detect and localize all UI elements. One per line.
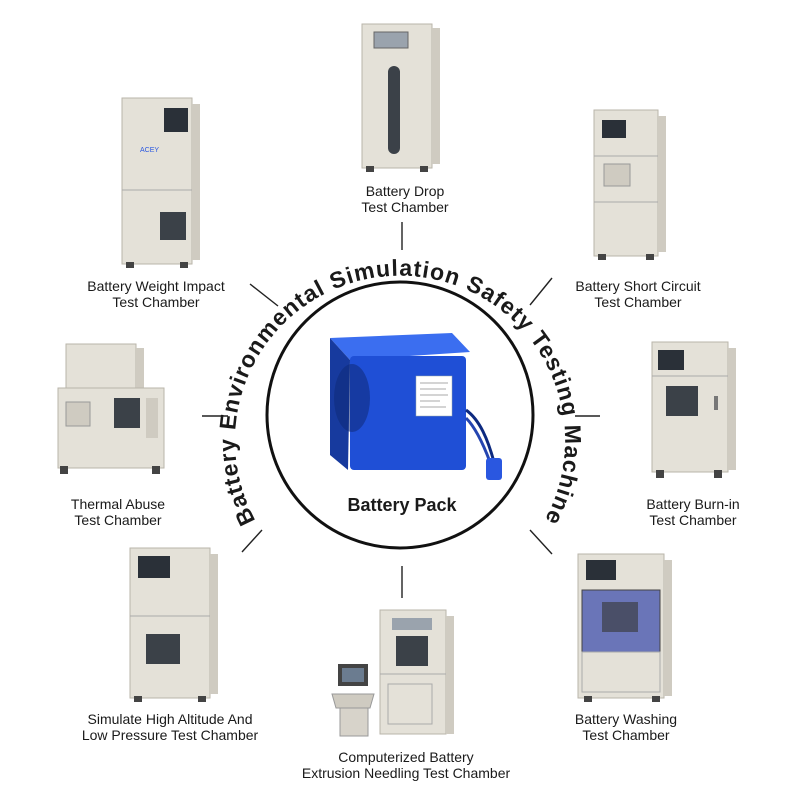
connector-short-circuit bbox=[529, 277, 553, 306]
connector-washing bbox=[529, 529, 553, 555]
washing-chamber-illustration bbox=[577, 553, 672, 702]
connector-weight bbox=[249, 283, 279, 307]
altitude-chamber-illustration bbox=[129, 547, 218, 702]
short-circuit-chamber-illustration bbox=[593, 109, 666, 260]
burn-in-chamber-illustration bbox=[651, 341, 736, 478]
weight-chamber-illustration: ACEY bbox=[121, 97, 200, 268]
thermal-chamber-illustration bbox=[57, 343, 165, 474]
battery-pack-icon bbox=[330, 333, 502, 480]
extrusion-chamber-illustration bbox=[331, 609, 454, 737]
center-label: Battery Pack bbox=[347, 495, 457, 515]
connector-lines bbox=[202, 222, 600, 598]
hub-circle bbox=[265, 280, 535, 550]
brand-logo: ACEY bbox=[140, 147, 159, 154]
drop-chamber-illustration bbox=[361, 23, 440, 172]
connector-altitude bbox=[241, 529, 263, 553]
